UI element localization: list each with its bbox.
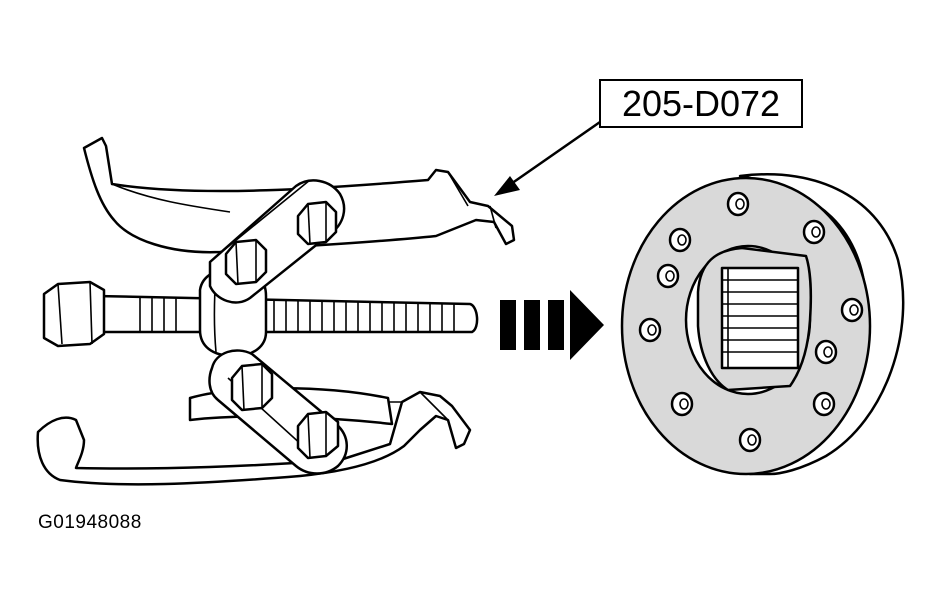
upper-pivot-bolt (296, 200, 338, 246)
direction-arrow-icon (500, 290, 604, 360)
lower-link-bolt (230, 362, 274, 412)
flange-stud (668, 227, 692, 253)
flange-stud (638, 317, 662, 343)
puller-tool-icon (36, 136, 516, 486)
tool-callout-label: 205-D072 (599, 79, 803, 128)
flange-stud (812, 391, 836, 417)
flange-studs (638, 191, 864, 453)
forcing-screw (42, 280, 479, 348)
flange-stud (814, 339, 838, 365)
upper-link-plates (208, 179, 346, 304)
figure-id: G01948088 (38, 512, 142, 533)
flange-stud (726, 191, 750, 217)
upper-link-bolt (224, 238, 268, 286)
lower-pivot-bolt (296, 410, 340, 460)
screw-hex-head (42, 280, 106, 348)
spline-teeth (722, 268, 798, 368)
flange-stud (840, 297, 864, 323)
callout-leader (494, 120, 602, 196)
flange-stud (656, 263, 680, 289)
lower-link-plates (208, 349, 348, 475)
spline-insert (720, 266, 800, 370)
flange-stud (802, 219, 826, 245)
flange-stud (738, 427, 762, 453)
flange-hub-icon (620, 173, 905, 476)
flange-stud (670, 391, 694, 417)
